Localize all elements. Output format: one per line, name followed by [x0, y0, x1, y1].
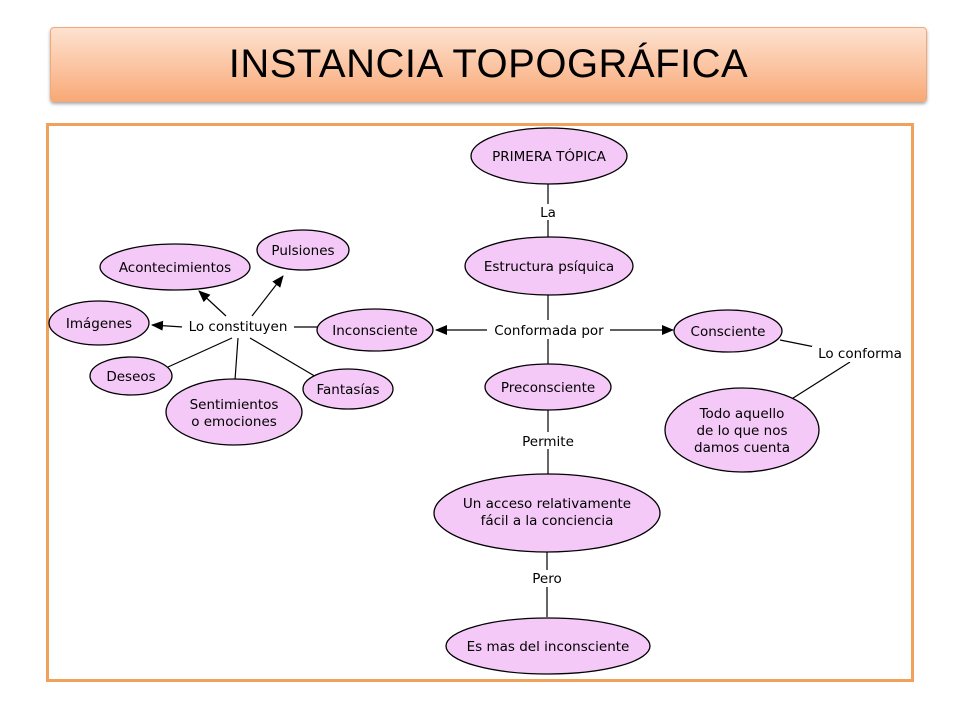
node-todo-aquello-line-2: de lo que nos — [696, 423, 787, 439]
node-consciente-label: Consciente — [691, 324, 766, 340]
node-fantasias: Fantasías — [302, 368, 394, 410]
edge-loconforma-todoaquello — [789, 361, 851, 401]
edge-loconstituyen-sentimientos — [234, 337, 239, 381]
node-pulsiones: Pulsiones — [256, 229, 350, 271]
link-label-lo-constituyen: Lo constituyen — [182, 319, 294, 335]
link-label-permite-text: Permite — [522, 434, 574, 450]
link-label-pero-text: Pero — [532, 571, 561, 587]
node-sentimientos-line-2: o emociones — [191, 414, 277, 430]
link-labels: La Conformada por Lo conforma Permite Pe… — [182, 205, 908, 587]
link-label-lo-constituyen-text: Lo constituyen — [189, 319, 288, 335]
node-acceso: Un acceso relativamente fácil a la conci… — [433, 473, 661, 553]
node-fantasias-label: Fantasías — [316, 382, 379, 398]
node-sentimientos-line-1: Sentimientos — [190, 397, 279, 413]
node-primera-topica: PRIMERA TÓPICA — [470, 127, 628, 185]
node-deseos: Deseos — [89, 356, 173, 396]
node-preconsciente-label: Preconsciente — [501, 380, 595, 396]
node-acontecimientos-label: Acontecimientos — [119, 260, 231, 276]
edge-loconstituyen-imagenes — [151, 320, 184, 331]
connectors — [151, 183, 851, 617]
edge-loconstituyen-fantasias — [249, 337, 319, 379]
node-deseos-label: Deseos — [106, 369, 155, 385]
link-label-conformada: Conformada por — [488, 322, 610, 339]
node-inconsciente-label: Inconsciente — [332, 323, 417, 339]
edge-loconstituyen-acontecimientos — [198, 290, 227, 317]
node-inconsciente: Inconsciente — [316, 308, 434, 352]
link-label-la: La — [538, 205, 558, 221]
node-acontecimientos: Acontecimientos — [99, 243, 251, 291]
node-imagenes: Imágenes — [48, 300, 150, 346]
node-acceso-line-2: fácil a la conciencia — [481, 513, 614, 529]
edge-loconstituyen-pulsiones — [251, 275, 284, 317]
link-label-lo-conforma-text: Lo conforma — [818, 346, 902, 362]
link-label-lo-conforma: Lo conforma — [812, 346, 908, 362]
link-label-permite: Permite — [516, 433, 580, 450]
node-pulsiones-label: Pulsiones — [271, 243, 334, 259]
node-primera-topica-label: PRIMERA TÓPICA — [492, 147, 606, 165]
node-es-mas-label: Es mas del inconsciente — [467, 639, 630, 655]
node-preconsciente: Preconsciente — [484, 363, 612, 411]
node-sentimientos: Sentimientos o emociones — [165, 378, 303, 446]
link-label-conformada-text: Conformada por — [494, 323, 604, 339]
node-consciente: Consciente — [673, 309, 783, 353]
link-label-la-text: La — [540, 205, 556, 221]
node-acceso-line-1: Un acceso relativamente — [463, 496, 631, 512]
node-todo-aquello-line-1: Todo aquello — [699, 406, 785, 422]
node-todo-aquello-line-3: damos cuenta — [694, 440, 790, 456]
edge-loconstituyen-deseos — [167, 337, 233, 368]
node-es-mas: Es mas del inconsciente — [445, 617, 651, 675]
node-todo-aquello: Todo aquello de lo que nos damos cuenta — [664, 387, 820, 473]
page-title: INSTANCIA TOPOGRÁFICA — [228, 42, 749, 86]
link-label-pero: Pero — [528, 571, 566, 587]
edge-consciente-loconforma — [779, 339, 816, 348]
node-estructura-label: Estructura psíquica — [484, 259, 614, 275]
node-imagenes-label: Imágenes — [66, 316, 132, 332]
node-estructura: Estructura psíquica — [464, 236, 634, 296]
title-bar: INSTANCIA TOPOGRÁFICA — [50, 27, 927, 102]
